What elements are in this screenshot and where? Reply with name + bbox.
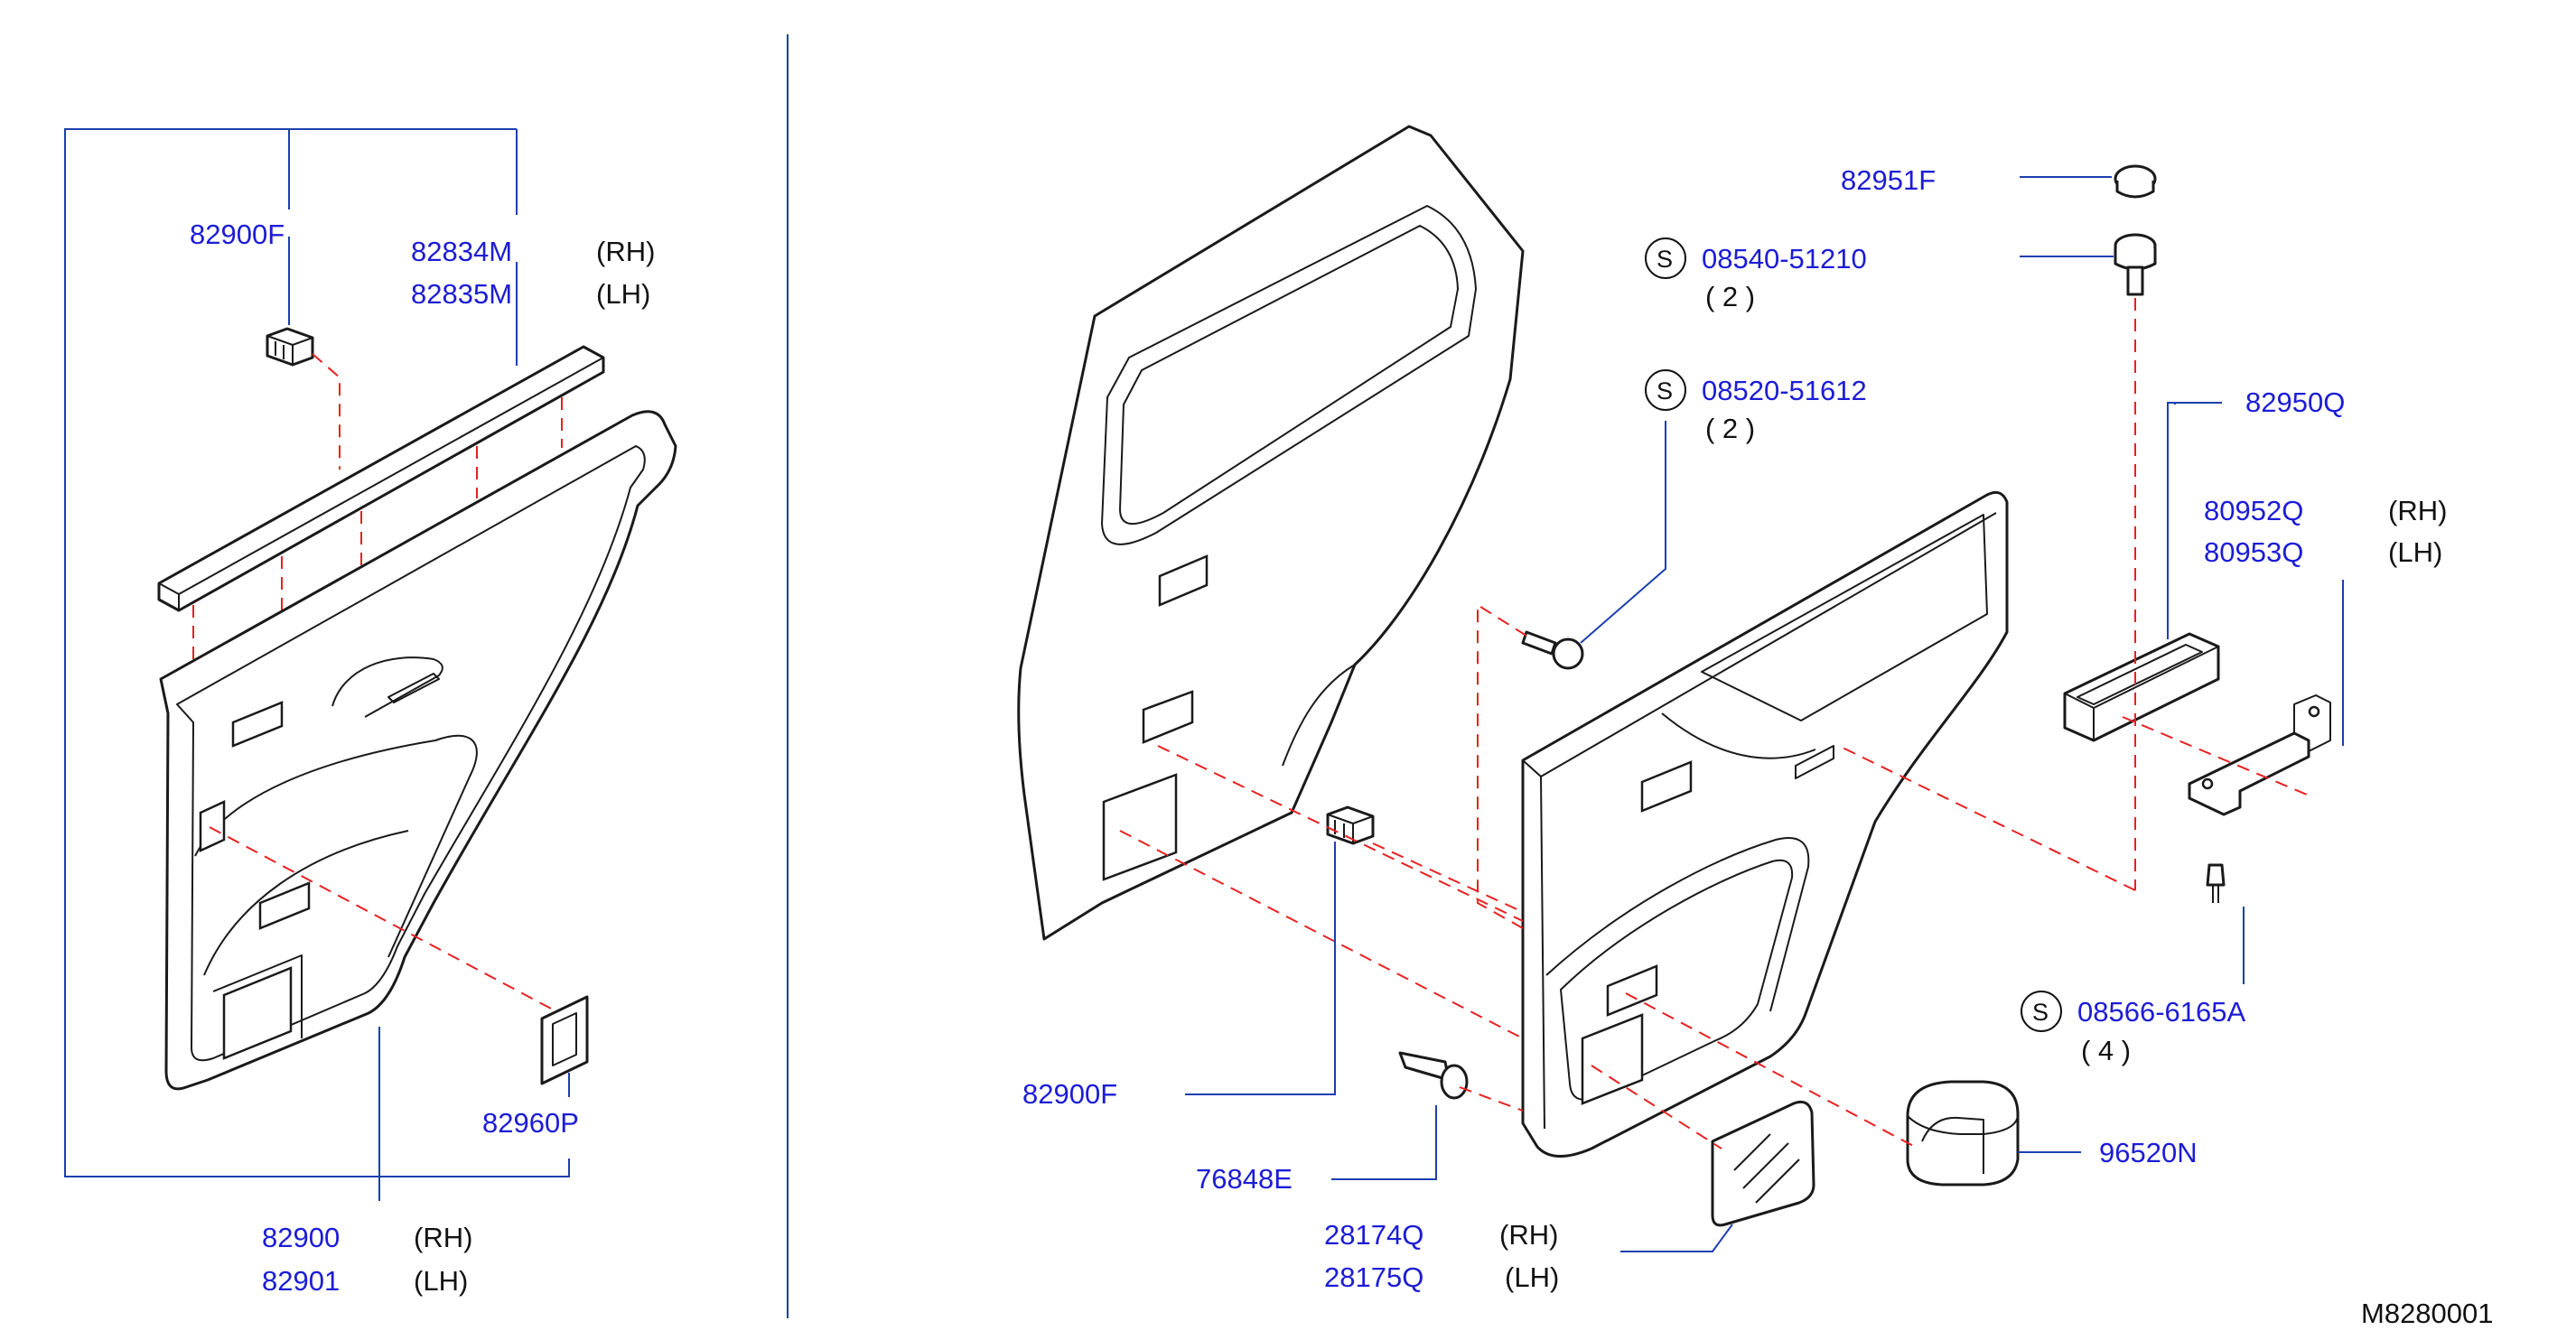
trim-clip-right-icon (1326, 805, 1375, 845)
reflector-icon (1711, 1100, 1815, 1227)
label-bracket-rh-side: (RH) (2388, 495, 2447, 526)
label-strip-rh-side: (RH) (596, 236, 655, 267)
label-strip-lh-side: (LH) (596, 278, 650, 310)
screw2-symbol: S (1657, 377, 1673, 405)
label-screw2[interactable]: 08520-51612 (1702, 375, 1867, 406)
seal-pad-icon (540, 995, 589, 1085)
label-screw3-qty: ( 4 ) (2081, 1035, 2131, 1066)
label-cap[interactable]: 82951F (1841, 164, 1936, 196)
door-trim-panel-right-icon (1521, 490, 2009, 1158)
label-clip-right[interactable]: 82900F (1022, 1078, 1117, 1110)
label-reflector-rh[interactable]: 28174Q (1324, 1219, 1423, 1251)
bracket-icon (2188, 694, 2331, 816)
pocket-icon (2063, 632, 2220, 742)
label-handle-cup[interactable]: 96520N (2099, 1137, 2198, 1168)
rivet-icon (1398, 1051, 1469, 1100)
label-screw1-qty: ( 2 ) (1705, 281, 1755, 312)
label-reflector-lh-side: (LH) (1505, 1261, 1559, 1293)
label-screw3[interactable]: 08566-6165A (2077, 996, 2245, 1028)
handle-cup-icon (1906, 1080, 2020, 1186)
label-seal[interactable]: 82960P (482, 1107, 579, 1139)
screw2-callout: S (1645, 369, 1686, 411)
label-trim-rh-side: (RH) (414, 1222, 472, 1253)
label-strip-rh[interactable]: 82834M (411, 236, 512, 267)
right-assembly: 82951F S 08540-51210 ( 2 ) S 08520-51612… (1017, 125, 2447, 1293)
screw-icon (1521, 630, 1584, 670)
trim-clip-icon (266, 327, 314, 367)
label-screw1[interactable]: 08540-51210 (1702, 243, 1867, 275)
label-reflector-rh-side: (RH) (1499, 1219, 1558, 1251)
label-trim-lh-side: (LH) (414, 1265, 468, 1297)
screw1-symbol: S (1657, 246, 1673, 273)
screw3-symbol: S (2032, 999, 2049, 1026)
door-shell-icon (1017, 125, 1525, 941)
label-pocket[interactable]: 82950Q (2245, 386, 2345, 418)
screw-top-icon (2114, 233, 2157, 296)
label-bracket-rh[interactable]: 80952Q (2204, 495, 2303, 526)
label-bracket-lh[interactable]: 80953Q (2204, 536, 2303, 568)
label-clip-left[interactable]: 82900F (190, 219, 285, 250)
label-trim-rh[interactable]: 82900 (262, 1222, 340, 1253)
door-trim-panel-left-icon (159, 410, 677, 1091)
screw3-callout: S (2021, 991, 2062, 1032)
label-trim-lh[interactable]: 82901 (262, 1265, 340, 1297)
label-rivet[interactable]: 76848E (1196, 1163, 1293, 1195)
diagram-code: M8280001 (2361, 1298, 2494, 1329)
screw1-callout: S (1645, 237, 1686, 279)
small-screw-icon (2206, 863, 2226, 903)
retainer-strip-icon (157, 345, 605, 612)
label-screw2-qty: ( 2 ) (1705, 413, 1755, 444)
left-assembly: 82900F 82834M (RH) 82835M (LH) 82960P 82… (64, 128, 677, 1297)
label-reflector-lh[interactable]: 28175Q (1324, 1261, 1423, 1293)
cap-icon (2114, 164, 2157, 199)
label-strip-lh[interactable]: 82835M (411, 278, 512, 310)
label-bracket-lh-side: (LH) (2388, 536, 2442, 568)
